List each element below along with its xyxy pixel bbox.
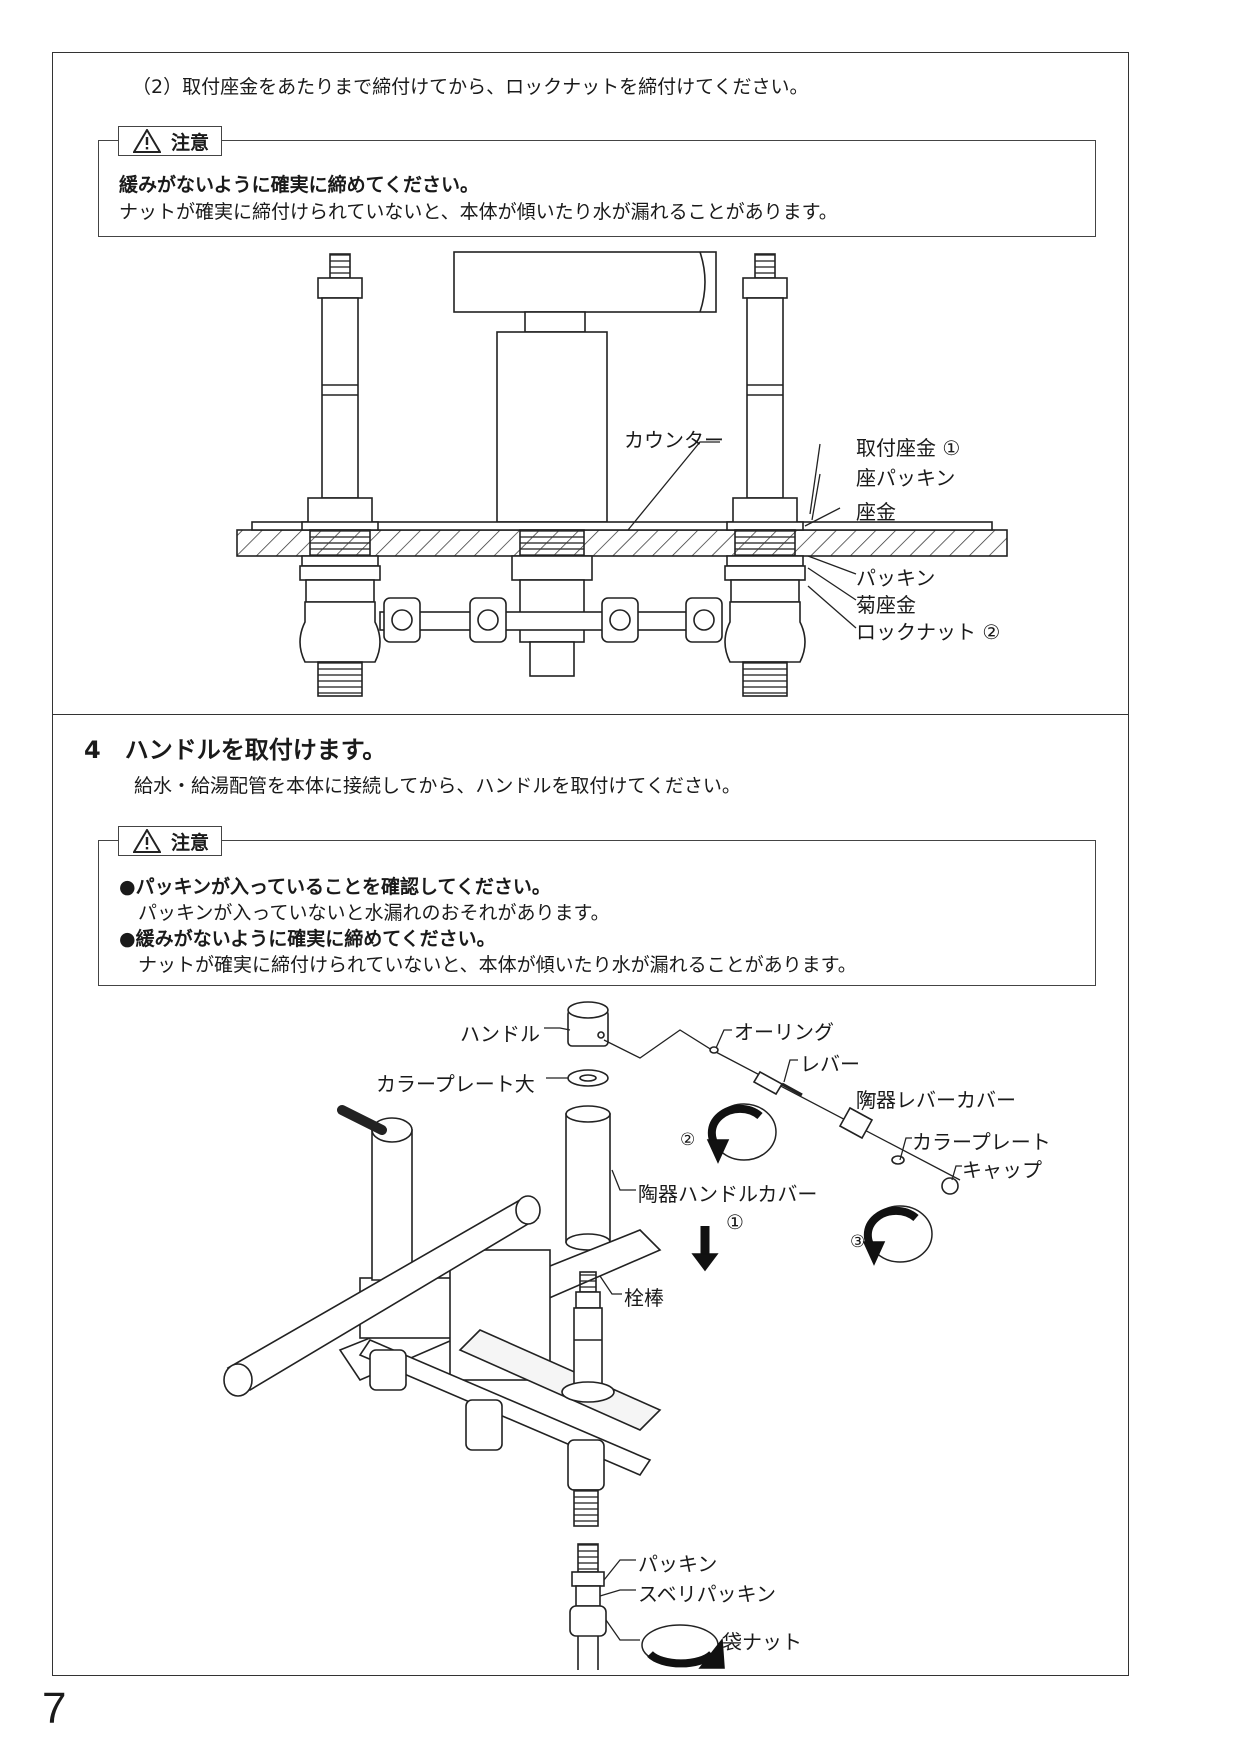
label-cap: キャップ bbox=[962, 1158, 1042, 1182]
warning-icon bbox=[133, 129, 161, 153]
label-step2: ② bbox=[680, 1130, 696, 1150]
caution-tag-2: 注意 bbox=[118, 826, 222, 856]
label-counter: カウンター bbox=[624, 428, 724, 452]
label-step3: ③ bbox=[850, 1232, 866, 1252]
rotate-icon-2 bbox=[706, 1103, 777, 1164]
caution-box-2 bbox=[98, 840, 1096, 986]
label-ceramic-handle-cover: 陶器ハンドルカバー bbox=[638, 1182, 818, 1206]
label-washer: 座金 bbox=[856, 500, 896, 524]
section3-intro: （2）取付座金をあたりまで締付けてから、ロックナットを締付けてください。 bbox=[132, 76, 809, 98]
caution2-line4: ナットが確実に締付けられていないと、本体が傾いたり水が漏れることがあります。 bbox=[119, 954, 857, 976]
label-color-plate-large: カラープレート大 bbox=[376, 1072, 535, 1096]
ceramic-handle-cover bbox=[565, 1105, 611, 1251]
warning-icon bbox=[133, 829, 161, 853]
label-step1: ① bbox=[726, 1210, 744, 1234]
label-packing-4: パッキン bbox=[638, 1552, 718, 1576]
page-number: 7 bbox=[42, 1684, 67, 1733]
lever-exploded bbox=[603, 1029, 961, 1195]
faucet-body bbox=[223, 1105, 662, 1527]
label-lever: レバー bbox=[800, 1052, 860, 1076]
caution-box-1 bbox=[98, 140, 1096, 237]
step4-subtitle: 給水・給湯配管を本体に接続してから、ハンドルを取付けてください。 bbox=[134, 775, 741, 797]
label-o-ring: オーリング bbox=[734, 1020, 834, 1044]
spout-top bbox=[453, 251, 717, 313]
label-star-washer: 菊座金 bbox=[856, 593, 916, 617]
pipe-joints bbox=[383, 597, 723, 643]
caution2-line3: ●緩みがないように確実に締めてください。 bbox=[119, 928, 496, 950]
label-color-plate: カラープレート bbox=[912, 1130, 1051, 1154]
lower-fittings bbox=[569, 1543, 607, 1670]
caution1-line1: 緩みがないように確実に締めてください。 bbox=[119, 174, 480, 196]
caution2-line1: ●パッキンが入っていることを確認してください。 bbox=[119, 876, 551, 898]
caution-label: 注意 bbox=[171, 831, 210, 854]
right-valve bbox=[724, 253, 806, 697]
spout-body bbox=[496, 331, 608, 523]
caution1-line2: ナットが確実に締付けられていないと、本体が傾いたり水が漏れることがあります。 bbox=[119, 201, 838, 223]
rotate-icon-3 bbox=[862, 1205, 933, 1266]
label-handle: ハンドル bbox=[460, 1022, 540, 1046]
section-divider bbox=[52, 714, 1129, 715]
step4-title: 4 ハンドルを取付けます。 bbox=[84, 736, 387, 764]
label-slip-packing: スベリパッキン bbox=[638, 1582, 776, 1606]
label-mount-washer: 取付座金 ① bbox=[856, 436, 961, 460]
label-lock-nut: ロックナット ② bbox=[856, 620, 1001, 644]
left-valve bbox=[299, 253, 381, 697]
label-bag-nut: 袋ナット bbox=[722, 1630, 802, 1654]
label-seat-packing: 座パッキン bbox=[856, 466, 956, 490]
handle-part bbox=[567, 1001, 609, 1047]
label-ceramic-lever-cover: 陶器レバーカバー bbox=[856, 1088, 1016, 1112]
spindle bbox=[561, 1271, 615, 1403]
page-frame bbox=[52, 52, 1129, 1676]
label-spindle: 栓棒 bbox=[624, 1286, 664, 1310]
caution-label: 注意 bbox=[171, 131, 210, 154]
rotate-icon-nut bbox=[641, 1624, 725, 1669]
caution-tag-1: 注意 bbox=[118, 126, 222, 156]
label-packing-3: パッキン bbox=[856, 566, 936, 590]
caution2-line2: パッキンが入っていないと水漏れのおそれがあります。 bbox=[119, 902, 610, 924]
